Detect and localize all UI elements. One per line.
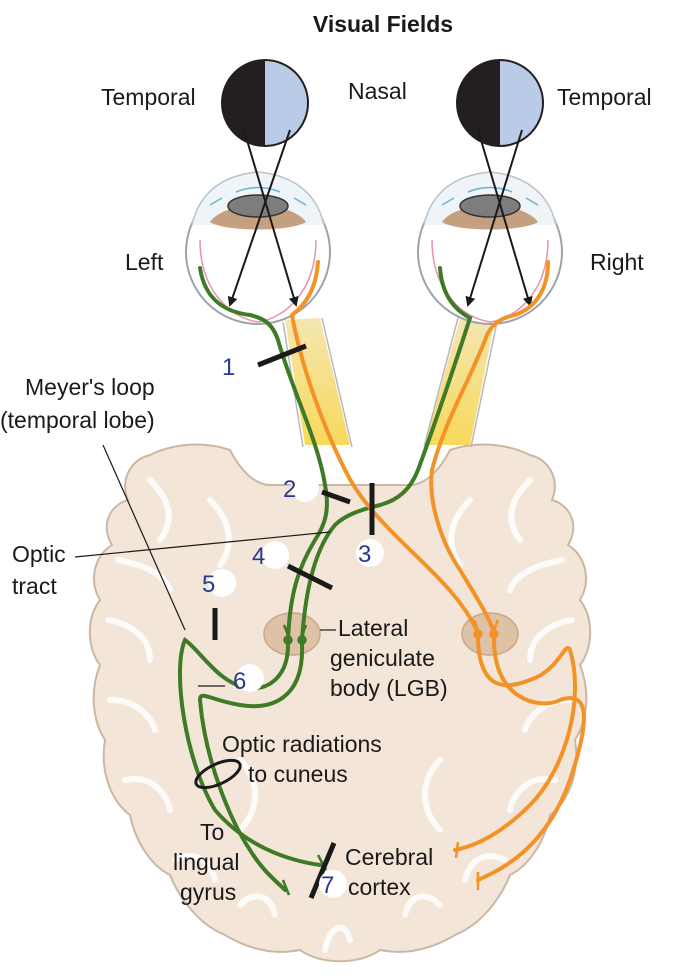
lesion-number-2: 2	[283, 476, 296, 503]
lesion-number-4: 4	[252, 543, 265, 570]
label-temporal-left: Temporal	[101, 84, 196, 110]
lesion-number-6: 6	[233, 668, 246, 695]
label-cerebral-cortex-2: cortex	[348, 874, 411, 900]
visual-field-right	[457, 60, 543, 146]
label-cerebral-cortex-1: Cerebral	[345, 844, 433, 870]
label-left-eye: Left	[125, 249, 164, 275]
label-nasal: Nasal	[348, 78, 407, 104]
lesion-number-3: 3	[358, 541, 371, 568]
lesion-number-5: 5	[202, 571, 215, 598]
label-temporal-right: Temporal	[557, 84, 652, 110]
label-right-eye: Right	[590, 249, 644, 275]
label-lingual-2: lingual	[173, 849, 240, 875]
label-optic-tract-2: tract	[12, 573, 57, 599]
lesion-number-1: 1	[222, 354, 235, 381]
label-optic-radiations-1: Optic radiations	[222, 731, 382, 757]
label-lingual-1: To	[200, 819, 224, 845]
label-optic-radiations-2: to cuneus	[248, 761, 348, 787]
visual-field-left	[222, 60, 308, 146]
lgb-left	[264, 613, 320, 655]
eyeball-right	[418, 172, 562, 324]
label-lgb-1: Lateral	[338, 615, 408, 641]
label-meyers-loop-1: Meyer's loop	[25, 374, 155, 400]
lesion-number-7: 7	[321, 872, 334, 899]
label-lgb-2: geniculate	[330, 645, 435, 671]
label-optic-tract-1: Optic	[12, 541, 66, 567]
label-lgb-3: body (LGB)	[330, 675, 448, 701]
diagram-title: Visual Fields	[313, 11, 453, 37]
label-lingual-3: gyrus	[180, 879, 236, 905]
eyeball-left	[186, 172, 330, 324]
label-meyers-loop-2: (temporal lobe)	[0, 407, 155, 433]
